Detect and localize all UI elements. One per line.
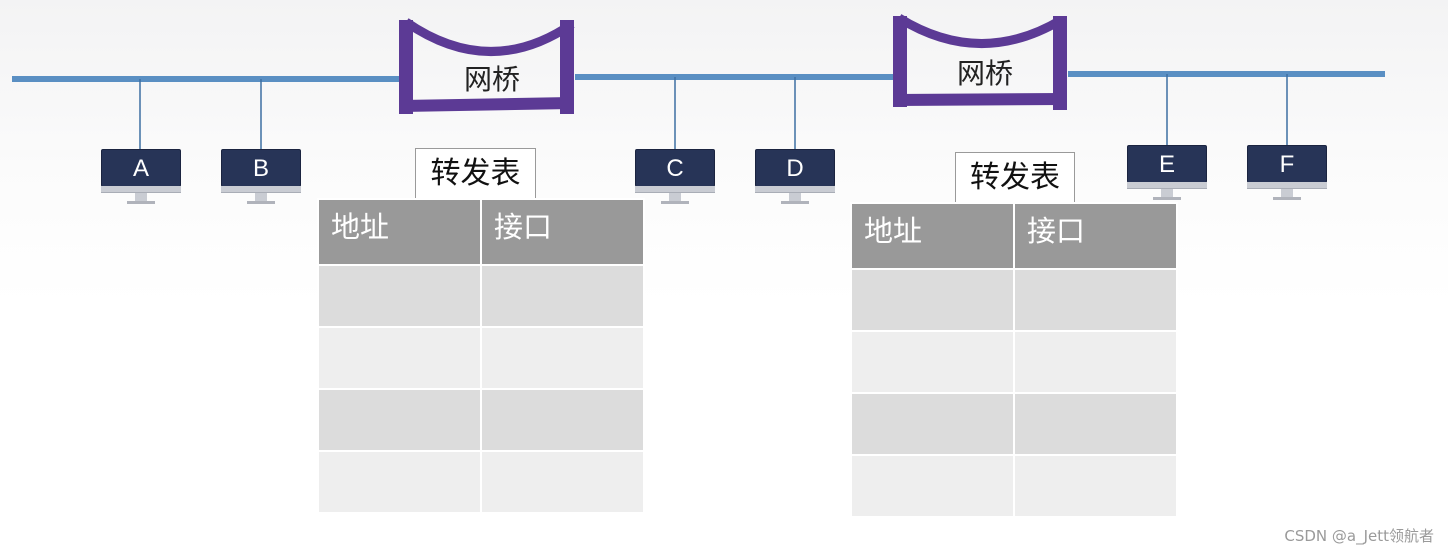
host-a-label: A <box>101 149 181 187</box>
table-cell <box>480 388 645 452</box>
forwarding-table-1-header-interface: 接口 <box>480 198 645 266</box>
table-cell <box>850 454 1015 518</box>
table-cell <box>1013 268 1178 332</box>
table-cell <box>317 326 482 390</box>
forwarding-table-2-title: 转发表 <box>955 152 1075 204</box>
host-b[interactable]: B <box>221 149 301 209</box>
host-c-label: C <box>635 149 715 187</box>
table-cell <box>1013 454 1178 518</box>
host-b-label: B <box>221 149 301 187</box>
table-row <box>850 392 1178 456</box>
bridge-1-label: 网桥 <box>463 63 520 96</box>
table-cell <box>317 450 482 514</box>
host-f[interactable]: F <box>1247 145 1327 205</box>
host-a[interactable]: A <box>101 149 181 209</box>
bridge-2-icon <box>893 14 1067 110</box>
host-d-label: D <box>755 149 835 187</box>
forwarding-table-1-title: 转发表 <box>415 148 536 200</box>
forwarding-table-2: 地址 接口 <box>850 202 1178 518</box>
forwarding-table-1-header-address: 地址 <box>317 198 482 266</box>
table-cell <box>1013 330 1178 394</box>
table-row <box>317 450 645 514</box>
table-row <box>850 454 1178 518</box>
forwarding-table-1: 地址 接口 <box>317 198 645 514</box>
table-row <box>317 388 645 452</box>
table-cell <box>480 450 645 514</box>
table-cell <box>850 268 1015 332</box>
host-e[interactable]: E <box>1127 145 1207 205</box>
table-cell <box>1013 392 1178 456</box>
watermark: CSDN @a_Jett领航者 <box>1284 527 1434 545</box>
table-row <box>850 268 1178 332</box>
forwarding-table-2-header-address: 地址 <box>850 202 1015 270</box>
forwarding-table-2-header-interface: 接口 <box>1013 202 1178 270</box>
table-cell <box>480 264 645 328</box>
table-row <box>317 326 645 390</box>
host-f-label: F <box>1247 145 1327 183</box>
host-c[interactable]: C <box>635 149 715 209</box>
bridge-1-icon <box>399 18 575 114</box>
bridge-2-label: 网桥 <box>956 57 1013 90</box>
table-row <box>317 264 645 328</box>
table-cell <box>317 264 482 328</box>
table-cell <box>850 330 1015 394</box>
host-e-label: E <box>1127 145 1207 183</box>
host-d[interactable]: D <box>755 149 835 209</box>
table-cell <box>850 392 1015 456</box>
table-cell <box>480 326 645 390</box>
table-cell <box>317 388 482 452</box>
table-row <box>850 330 1178 394</box>
